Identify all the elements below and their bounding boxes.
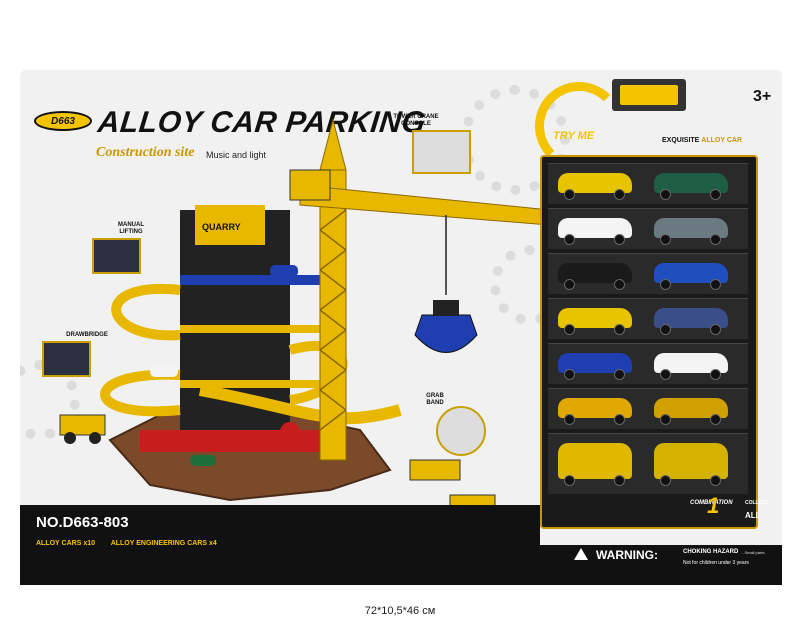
callout-drawbridge: DRAWBRIDGE [66,332,108,338]
crane-tip [319,118,347,171]
wheel-icon [660,234,671,245]
toy-car [190,455,216,466]
warning-title: WARNING: [596,548,658,562]
alloy-car [654,173,728,193]
toy-dump-truck [59,414,106,436]
spiral-ramp [111,283,181,341]
engineering-vehicle [558,443,632,479]
wheel-icon [660,279,671,290]
dimensions-caption: 72*10,5*46 см [364,605,436,617]
wheel-icon [614,324,625,335]
wheel-icon [614,279,625,290]
wheel-icon [614,475,625,486]
crane-mast [319,169,347,461]
wheel-icon [710,414,721,425]
exquisite-highlight: ALLOY CAR [701,137,743,144]
wheel-icon [660,369,671,380]
tower-top [195,205,265,245]
toy-loader [409,459,461,481]
grab-head [433,300,459,316]
bottom-bar [20,505,540,585]
collect-label: COLLECT [745,500,769,506]
exquisite-label: EXQUISITE ALLOY CAR [662,137,742,144]
alloy-car [654,263,728,283]
curved-ramp [198,384,402,425]
wheel-icon [564,369,575,380]
wheel-icon [614,189,625,200]
model-number: NO.D663-803 [36,514,129,531]
toy-illustration: QUARRY [59,118,540,529]
crane-cab [289,169,331,201]
warning-icon [574,548,588,560]
callout-manual-lifting: MANUAL LIFTING [118,222,144,235]
brand-logo: D663 [34,111,92,131]
floor-blue [180,275,330,285]
exquisite-prefix: EXQUISITE [662,137,700,144]
alloy-car [558,353,632,373]
floor-yellow [180,380,320,388]
red-platform [140,430,340,452]
toy-car [270,265,298,277]
floor-yellow [180,325,320,333]
alloy-car [558,308,632,328]
wheel-icon [660,189,671,200]
spiral-ramp [100,369,181,417]
wheel-icon [660,475,671,486]
sound-button[interactable] [620,85,678,105]
alloy-car [654,308,728,328]
combination-label: COMBINATION [690,500,733,506]
tower-sign: QUARRY [202,222,241,232]
wheel-icon [614,234,625,245]
wheel-icon [660,324,671,335]
drawbridge-thumb [42,341,91,377]
toy-car [150,365,178,377]
callout-grab-band: GRAB BAND [426,393,444,406]
alloy-car [558,218,632,238]
car-display-window [540,155,758,529]
crank-wheel [280,422,300,442]
grab-bucket [414,314,478,353]
callout-tower-crane: TOWER CRANE CONSOLE [393,114,439,127]
wheel-icon [614,414,625,425]
wheel-icon [710,475,721,486]
product-subtitle: Construction site [96,145,195,160]
wheel-icon [660,414,671,425]
wheel-icon [710,189,721,200]
engineering-vehicle [654,398,728,418]
wheel-icon [710,279,721,290]
contents-alloy: ALLOY CARS x10 [36,540,95,547]
alloy-car [558,263,632,283]
warning-hazard-detail: - Small parts. [742,550,766,555]
wheel-icon [710,234,721,245]
manual-lifting-thumb [92,238,141,274]
wheel-icon [564,324,575,335]
engineering-vehicle [558,398,632,418]
collect-all-label: ALL [745,511,761,520]
engineering-vehicle [654,443,728,479]
wheel-icon [564,414,575,425]
wheel-icon [710,369,721,380]
wheel-icon [710,324,721,335]
feature-label: Music and light [206,150,267,160]
alloy-car [654,218,728,238]
wheel-icon [564,475,575,486]
try-me-label: TRY ME [553,130,595,142]
wheel-icon [564,234,575,245]
contents-line: ALLOY CARS x10 ALLOY ENGINEERING CARS x4 [36,540,231,547]
wheel-icon [614,369,625,380]
age-badge: 3+ [753,88,772,105]
warning-note: Not for children under 3 years [683,560,749,566]
tower-crane-thumb [412,130,471,174]
try-me-arrow [535,82,623,170]
alloy-car [654,353,728,373]
combination-number: 1 [707,493,720,518]
alloy-car [558,173,632,193]
wheel-icon [564,189,575,200]
contents-engineering: ALLOY ENGINEERING CARS x4 [110,540,217,547]
warning-hazard: CHOKING HAZARD [683,549,739,555]
grab-band-thumb [436,406,486,456]
wheel-icon [564,279,575,290]
